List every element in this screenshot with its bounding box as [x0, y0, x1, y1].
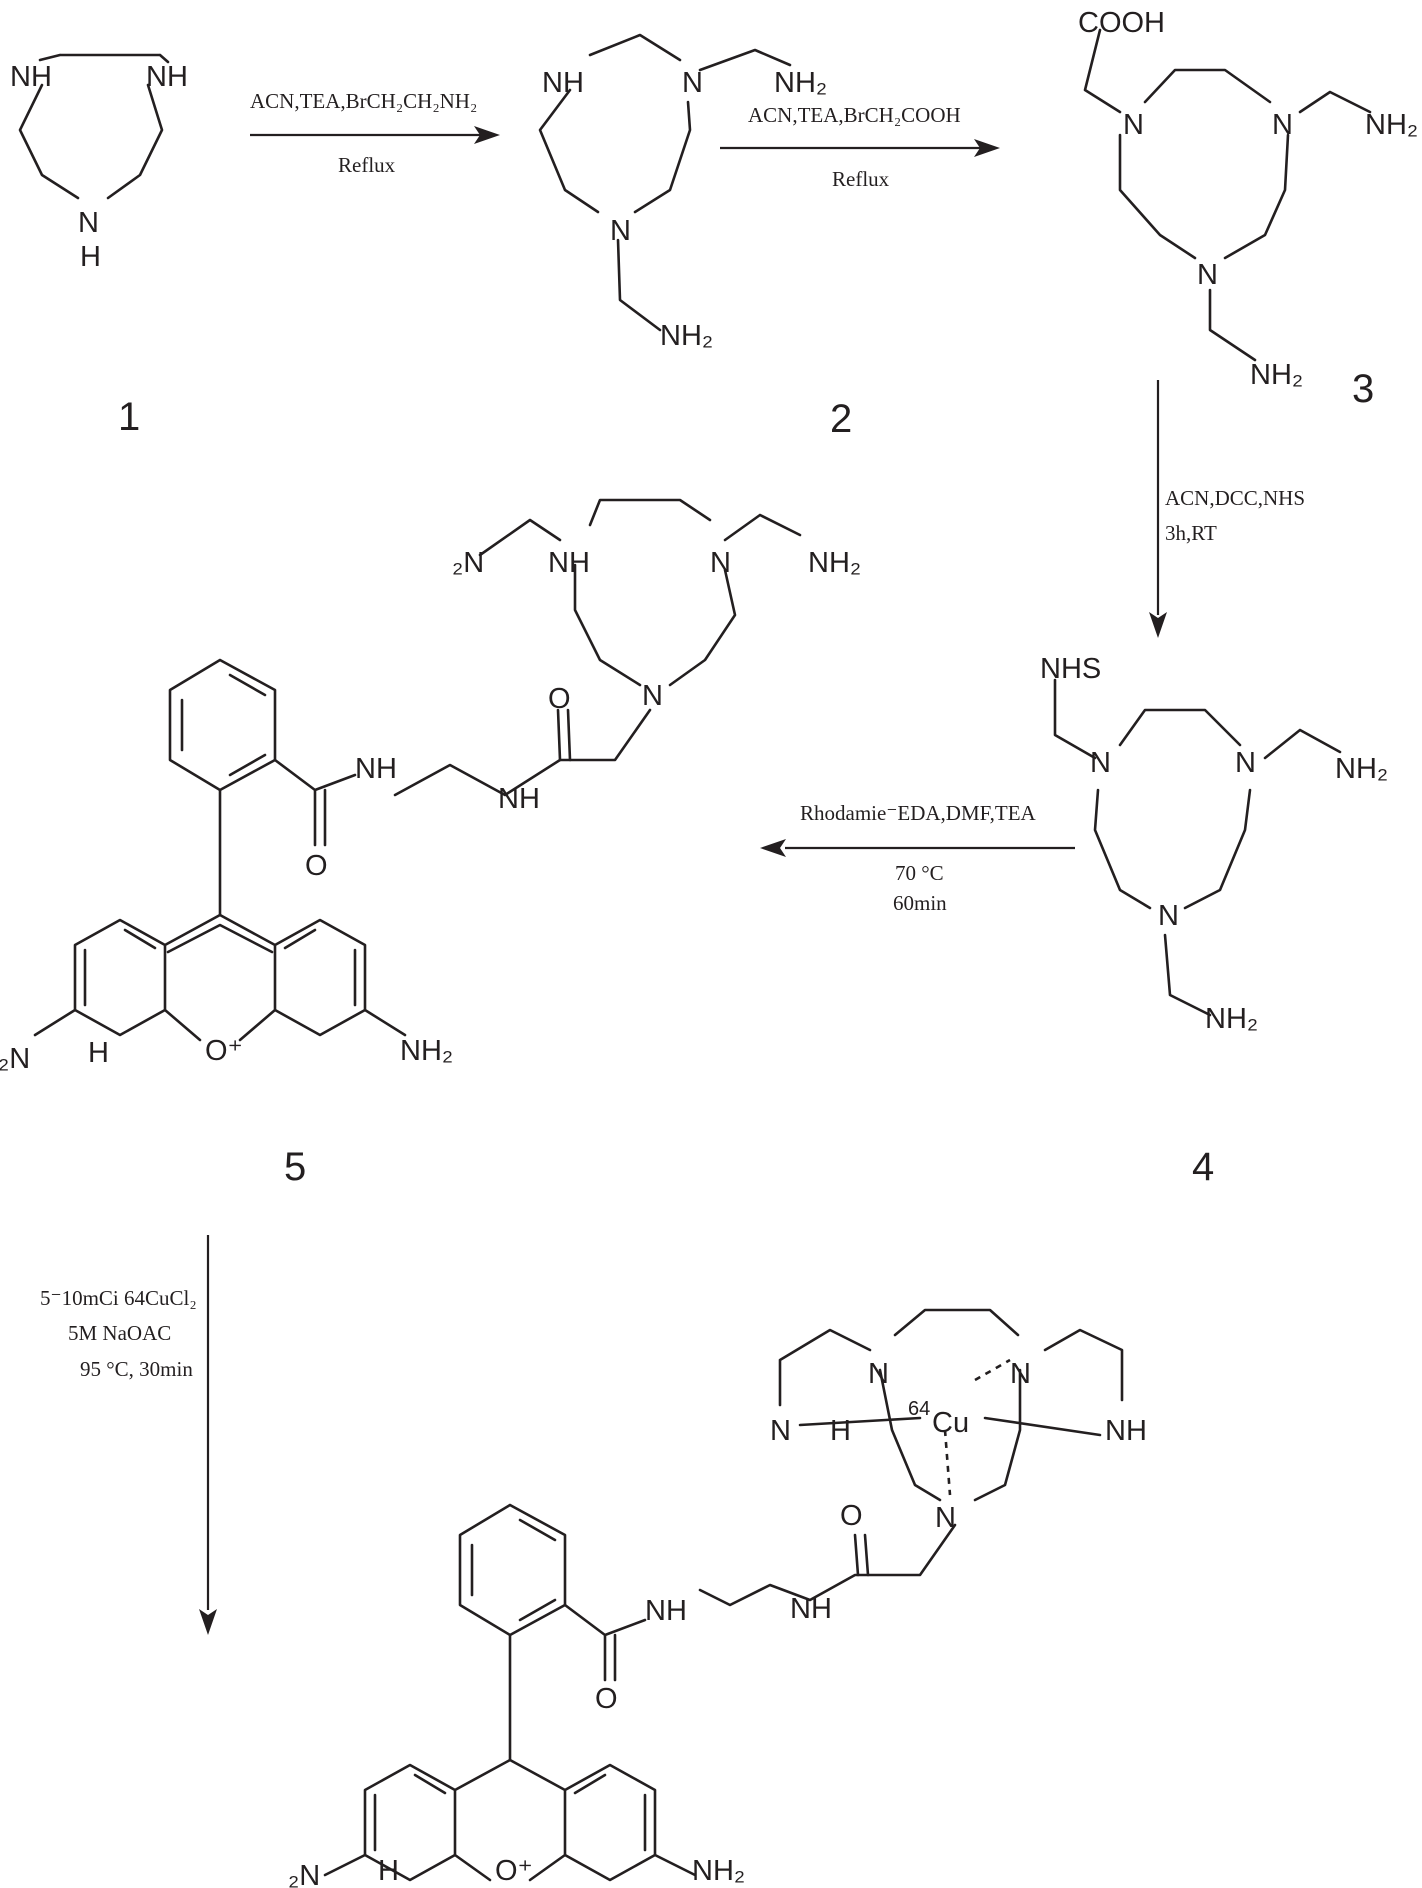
- compound-3-n-left: N: [1123, 109, 1144, 141]
- compound-5-n2-left: ₂N: [452, 547, 484, 579]
- compound-4-number: 4: [1192, 1145, 1214, 1189]
- compound-5-o-plus: O⁺: [205, 1035, 243, 1067]
- cu64-complex: N N 64 Cu N H NH N O NH NH O ₂N H O⁺ NH₂: [288, 1308, 1147, 1888]
- step4-reagents: Rhodamie⁻EDA,DMF,TEA: [800, 801, 1037, 825]
- compound-5-n-right: N: [710, 547, 731, 579]
- compound-5-amide-o: O: [548, 683, 571, 715]
- complex-amide-o: O: [840, 1500, 863, 1532]
- compound-4-n-bottom: N: [1158, 900, 1179, 932]
- compound-2-nh2-top: NH₂: [774, 67, 827, 99]
- compound-3-nh2-right: NH₂: [1365, 109, 1418, 141]
- compound-5-number: 5: [284, 1145, 306, 1189]
- compound-1: NH NH N H 1: [10, 53, 188, 439]
- compound-1-number: 1: [118, 395, 140, 439]
- compound-3-nh2-bottom: NH₂: [1250, 359, 1303, 391]
- complex-nh-2: NH: [790, 1593, 832, 1625]
- compound-2-nh: NH: [542, 67, 584, 99]
- compound-4-n-left: N: [1090, 747, 1111, 779]
- step5-buffer: 5M NaOAC: [68, 1321, 171, 1345]
- step1-condition: Reflux: [338, 153, 396, 177]
- reaction-arrow-1: ACN,TEA,BrCH₂CH₂NH₂ Reflux: [250, 89, 500, 177]
- step3-reagents: ACN,DCC,NHS: [1165, 486, 1305, 510]
- compound-5-nh2-xanthene: NH₂: [400, 1035, 453, 1067]
- compound-5-nh-2: NH: [498, 783, 540, 815]
- compound-4-nhs: NHS: [1040, 653, 1101, 685]
- reaction-arrow-5: 5⁻10mCi 64CuCl₂ 5M NaOAC 95 °C, 30min: [40, 1235, 217, 1635]
- compound-5-hn: NH: [548, 547, 590, 579]
- compound-3-number: 3: [1352, 367, 1374, 411]
- reaction-arrow-4: Rhodamie⁻EDA,DMF,TEA 70 °C 60min: [760, 801, 1075, 915]
- compound-1-h-bottom: H: [80, 241, 101, 273]
- compound-4-n-right: N: [1235, 747, 1256, 779]
- compound-1-n-bottom: N: [78, 207, 99, 239]
- step4-temperature: 70 °C: [895, 861, 944, 885]
- complex-n-top-right: N: [1010, 1358, 1031, 1390]
- compound-5-h-xanthene: H: [88, 1037, 109, 1069]
- compound-4: NHS N N NH₂ N NH₂ 4: [1040, 653, 1388, 1189]
- step5-condition: 95 °C, 30min: [80, 1357, 193, 1381]
- step2-reagents: ACN,TEA,BrCH₂COOH: [748, 103, 961, 127]
- complex-cu: Cu: [932, 1407, 969, 1439]
- complex-h: H: [830, 1415, 851, 1447]
- compound-2-n-bottom: N: [610, 215, 631, 247]
- complex-n2-xanthene: ₂N: [288, 1860, 320, 1888]
- compound-5-nh2-right: NH₂: [808, 547, 861, 579]
- step5-reagents: 5⁻10mCi 64CuCl₂: [40, 1286, 197, 1310]
- compound-3-n-right: N: [1272, 109, 1293, 141]
- reaction-arrow-3: ACN,DCC,NHS 3h,RT: [1149, 380, 1305, 638]
- complex-nh2-xanthene: NH₂: [692, 1855, 745, 1887]
- compound-4-nh2-bottom: NH₂: [1205, 1003, 1258, 1035]
- compound-1-nh-right: NH: [146, 61, 188, 93]
- step4-time: 60min: [893, 891, 947, 915]
- compound-5-n2-xanthene: ₂N: [0, 1043, 30, 1075]
- compound-3: COOH N N NH₂ N NH₂ 3: [1078, 7, 1418, 411]
- compound-1-nh-left: NH: [10, 61, 52, 93]
- compound-3-cooh: COOH: [1078, 7, 1165, 39]
- step1-reagents: ACN,TEA,BrCH₂CH₂NH₂: [250, 89, 477, 113]
- complex-n-bottom: N: [935, 1502, 956, 1534]
- complex-o-plus: O⁺: [495, 1855, 533, 1887]
- complex-cu-isotope: 64: [908, 1398, 930, 1420]
- complex-nh-1: NH: [645, 1595, 687, 1627]
- compound-5: ₂N NH N NH₂ N O NH NH O ₂N H O⁺ NH₂ 5: [0, 498, 861, 1189]
- compound-5-carbonyl-o: O: [305, 850, 328, 882]
- compound-4-nh2-right: NH₂: [1335, 753, 1388, 785]
- compound-3-n-bottom: N: [1197, 259, 1218, 291]
- complex-n-top-left: N: [868, 1358, 889, 1390]
- compound-2-nh2-bottom: NH₂: [660, 320, 713, 352]
- reaction-arrow-2: ACN,TEA,BrCH₂COOH Reflux: [720, 103, 1000, 191]
- complex-carbonyl-o: O: [595, 1683, 618, 1715]
- compound-5-nh-1: NH: [355, 753, 397, 785]
- complex-h-xanthene: H: [378, 1855, 399, 1887]
- step2-condition: Reflux: [832, 167, 890, 191]
- compound-2-number: 2: [830, 397, 852, 441]
- complex-nh-right: NH: [1105, 1415, 1147, 1447]
- complex-n-left: N: [770, 1415, 791, 1447]
- step3-condition: 3h,RT: [1165, 521, 1217, 545]
- compound-2-n-top: N: [682, 67, 703, 99]
- compound-2: NH N NH₂ N NH₂ 2: [538, 33, 852, 441]
- compound-5-n-bottom: N: [642, 680, 663, 712]
